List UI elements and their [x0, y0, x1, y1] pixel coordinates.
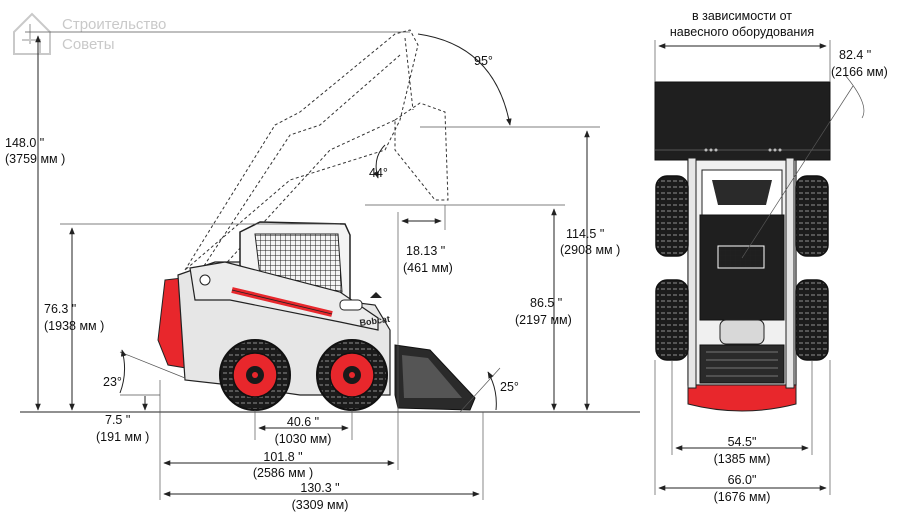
tire-rear-right [795, 279, 829, 361]
ground-clearance-mm: (191 мм ) [96, 430, 149, 444]
rear-wheel [219, 339, 291, 411]
side-labels: 148.0 " (3759 мм ) 76.3 " (1938 мм ) 7.5… [5, 54, 620, 512]
bucket-width-in: 82.4 " [839, 48, 871, 62]
wheelbase-mm: (1030 мм) [275, 432, 332, 446]
angle-dump: 44° [369, 166, 388, 180]
attachment-note-line1: в зависимости от [692, 9, 792, 23]
tire-rear-left [655, 279, 689, 361]
tire-front-right [795, 175, 829, 257]
length-with-bucket-in: 130.3 " [300, 481, 339, 495]
hinge-height-in: 114.5 " [566, 227, 604, 241]
track-width-mm: (1385 мм) [714, 452, 771, 466]
dump-height-mm: (2197 мм) [515, 313, 572, 327]
wheelbase-in: 40.6 " [287, 415, 319, 429]
house-icon [13, 12, 51, 55]
angle-bucket: 25° [500, 380, 519, 394]
dump-reach-in: 18.13 " [406, 244, 445, 258]
leader-line [741, 85, 854, 259]
front-grille [717, 245, 765, 269]
length-no-bucket-mm: (2586 мм ) [253, 466, 313, 480]
site-logo: Строительство Советы [13, 12, 166, 55]
tire-front-left [655, 175, 689, 257]
attachment-note-line2: навесного оборудования [670, 25, 814, 39]
raised-lift-arm [184, 29, 449, 276]
headlight [339, 299, 363, 311]
side-extension-lines [25, 31, 600, 500]
dump-reach-mm: (461 мм) [403, 261, 453, 275]
hinge-height-mm: (2908 мм ) [560, 243, 620, 257]
angle-rollback: 95° [474, 54, 493, 68]
skid-steer-side: Bobcat [157, 221, 476, 411]
ground-clearance-in: 7.5 " [105, 413, 130, 427]
cab-height-mm: (1938 мм ) [44, 319, 104, 333]
logo-line1: Строительство [62, 16, 166, 33]
front-bucket [654, 81, 831, 161]
length-with-bucket-mm: (3309 мм) [292, 498, 349, 512]
overall-width-in: 66.0" [728, 473, 757, 487]
skid-steer-front [654, 81, 831, 412]
bucket-width-mm: (2166 мм) [831, 65, 888, 79]
length-no-bucket-in: 101.8 " [263, 450, 302, 464]
cab-height-in: 76.3 " [44, 302, 76, 316]
overall-width-mm: (1676 мм) [714, 490, 771, 504]
front-wheel [316, 339, 388, 411]
rear-counterweight [687, 384, 797, 412]
side-dimension-arrows [35, 33, 590, 497]
brand-label: Bobcat [359, 314, 391, 328]
dump-height-in: 86.5 " [530, 296, 562, 310]
logo-line2: Советы [62, 36, 114, 53]
angle-departure: 23° [103, 375, 122, 389]
track-width-in: 54.5" [728, 435, 757, 449]
front-labels: в зависимости от навесного оборудования … [670, 9, 888, 504]
front-dimension-lines [654, 40, 865, 495]
max-height-in: 148.0 " [5, 136, 44, 150]
max-height-mm: (3759 мм ) [5, 152, 65, 166]
